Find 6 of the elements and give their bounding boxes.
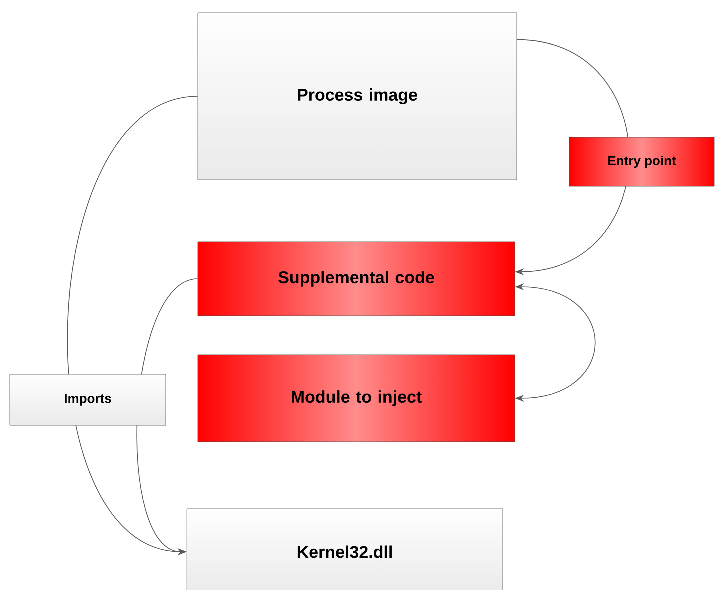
- process-box: Process image: [198, 12, 518, 180]
- process-box: Kernel32.dll: [186, 508, 504, 590]
- edge-label: Imports: [10, 374, 166, 426]
- highlighted-box: Supplemental code: [198, 242, 516, 316]
- highlighted-box: Module to inject: [198, 354, 516, 442]
- edge-label: Entry point: [569, 137, 715, 187]
